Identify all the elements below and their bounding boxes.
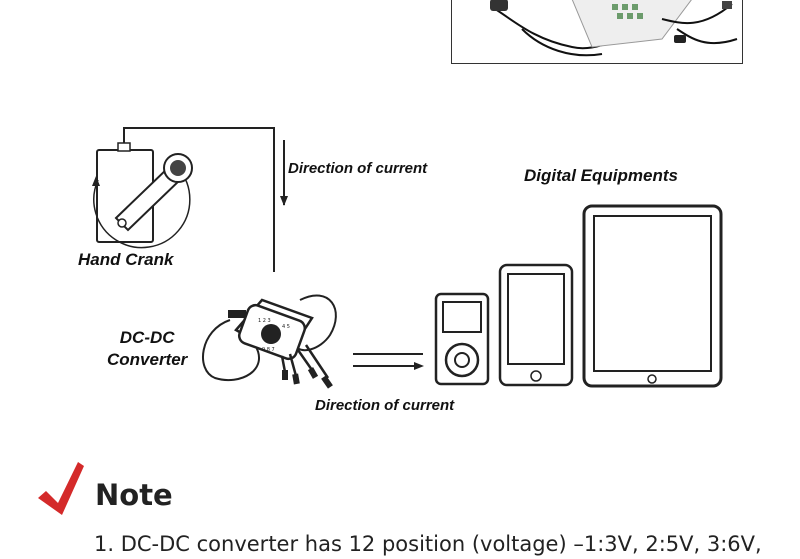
svg-text:9 8 7: 9 8 7 [262, 347, 275, 353]
direction-of-current-label-top: Direction of current [288, 160, 428, 177]
tablet-icon [582, 204, 723, 388]
smartphone-icon [498, 263, 574, 387]
dcdc-converter-icon: 1 2 3 4 5 9 8 7 [202, 294, 337, 389]
note-line-1: 1. DC-DC converter has 12 position (volt… [94, 532, 762, 556]
svg-text:1 2 3: 1 2 3 [258, 318, 271, 324]
direction-of-current-label-bottom: Direction of current [315, 397, 455, 414]
svg-text:4 5: 4 5 [282, 324, 290, 330]
check-mark-icon [38, 462, 84, 515]
dcdc-label-line1: DC-DC [119, 328, 175, 347]
product-photo-drawing [490, 0, 738, 57]
music-player-icon [434, 292, 490, 386]
crank-wire [123, 127, 275, 272]
direction-arrow-right-icon [353, 353, 424, 370]
direction-arrow-down-icon [280, 140, 288, 206]
product-photo [451, 0, 743, 64]
hand-crank-label: Hand Crank [78, 250, 174, 269]
hand-crank-icon [92, 142, 193, 249]
note-title: Note [95, 478, 173, 512]
dcdc-converter-label: DC-DC Converter [107, 327, 187, 371]
dcdc-label-line2: Converter [107, 350, 188, 369]
digital-equipments-label: Digital Equipments [524, 166, 678, 185]
